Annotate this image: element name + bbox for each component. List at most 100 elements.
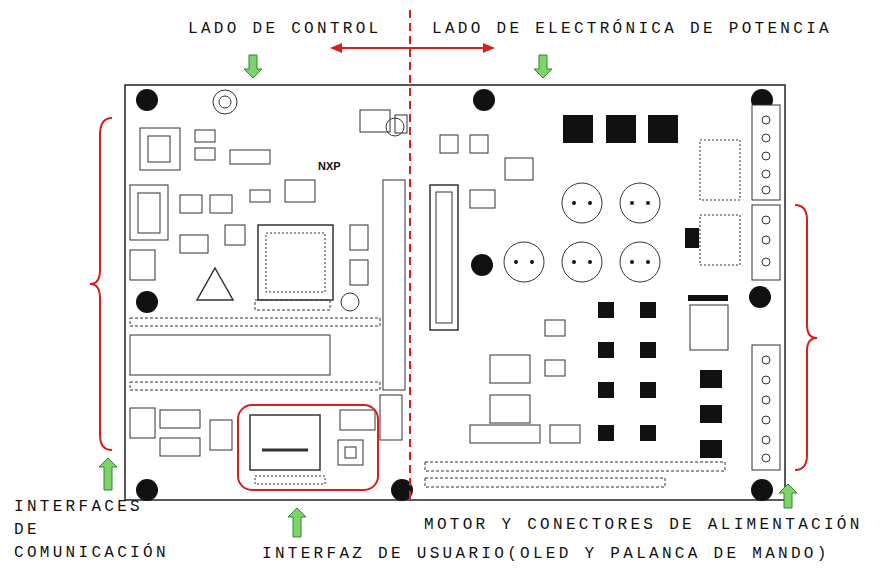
board-rect bbox=[380, 395, 402, 440]
board-rect bbox=[130, 250, 155, 280]
board-rect bbox=[148, 136, 170, 162]
user-interface bbox=[250, 415, 363, 484]
board-rect bbox=[690, 305, 728, 350]
brand-mark: NXP bbox=[318, 160, 341, 173]
board-rect bbox=[598, 425, 614, 441]
board-rect bbox=[180, 235, 208, 253]
board-rect bbox=[195, 148, 215, 160]
board-rect bbox=[130, 185, 168, 240]
board-circle bbox=[572, 201, 576, 205]
board-rect bbox=[598, 342, 614, 358]
board-circle bbox=[762, 116, 770, 124]
board-circle bbox=[386, 118, 404, 136]
board-rect bbox=[125, 85, 785, 500]
header-pins bbox=[383, 180, 725, 487]
board-rect bbox=[350, 225, 368, 250]
board-rect bbox=[195, 130, 215, 142]
board-rect bbox=[640, 425, 656, 441]
board-circle bbox=[630, 260, 634, 264]
board-rect bbox=[563, 115, 593, 143]
board-rect bbox=[285, 180, 315, 202]
board-circle bbox=[588, 260, 592, 264]
board-rect bbox=[470, 135, 488, 153]
board-rect bbox=[598, 382, 614, 398]
board-rect bbox=[640, 342, 656, 358]
board-line bbox=[262, 449, 308, 452]
board-circle bbox=[762, 396, 770, 404]
board-circle bbox=[762, 170, 770, 178]
callout-label: INTERFACES DE COMUNICACIÓN bbox=[14, 496, 174, 565]
board-circle bbox=[762, 436, 770, 444]
board-circle bbox=[213, 90, 237, 114]
green-arrows bbox=[99, 55, 797, 537]
board-rect bbox=[345, 447, 356, 458]
callout-label: MOTOR Y CONECTORES DE ALIMENTACIÓN bbox=[424, 514, 863, 537]
board-rect bbox=[648, 115, 678, 143]
board-path bbox=[90, 118, 112, 450]
board-rect bbox=[266, 233, 325, 292]
board-circle bbox=[473, 89, 495, 111]
board-line bbox=[340, 47, 485, 49]
board-circle bbox=[762, 186, 770, 194]
board-rect bbox=[130, 335, 330, 375]
board-circle bbox=[751, 479, 773, 501]
side-heading: LADO DE ELECTRÓNICA DE POTENCIA bbox=[432, 18, 832, 41]
board-rect bbox=[130, 318, 380, 326]
board-rect bbox=[230, 150, 270, 164]
board-polygon bbox=[534, 55, 552, 78]
board-rect bbox=[752, 345, 780, 470]
board-rect bbox=[250, 415, 320, 470]
board-rect bbox=[255, 476, 325, 484]
board-rect bbox=[490, 355, 530, 383]
board-g bbox=[514, 201, 728, 458]
board-circle bbox=[762, 454, 770, 462]
board-polygon bbox=[197, 268, 233, 300]
board-rect bbox=[436, 192, 452, 323]
board-rect bbox=[340, 410, 375, 430]
board-rect bbox=[258, 225, 333, 300]
board-polygon bbox=[483, 43, 495, 53]
board-circle bbox=[762, 216, 770, 224]
board-circle bbox=[341, 293, 359, 311]
board-circle bbox=[562, 242, 602, 282]
board-circle bbox=[136, 291, 158, 313]
board-polygon bbox=[288, 508, 306, 537]
board-rect bbox=[250, 190, 270, 202]
board-polygon bbox=[244, 55, 262, 78]
red-overlay bbox=[90, 10, 817, 500]
board-circle bbox=[620, 183, 660, 223]
board-circle bbox=[630, 201, 634, 205]
mounting-holes bbox=[136, 89, 773, 501]
board-circle bbox=[762, 376, 770, 384]
board-rect bbox=[238, 405, 378, 490]
board-circle bbox=[749, 286, 771, 308]
board-circle bbox=[530, 260, 534, 264]
board-rect bbox=[180, 195, 202, 213]
board-circle bbox=[588, 201, 592, 205]
board-g bbox=[504, 183, 660, 282]
board-circle bbox=[762, 236, 770, 244]
board-rect bbox=[490, 395, 530, 423]
board-rect bbox=[130, 382, 380, 390]
red-arrowheads bbox=[330, 43, 495, 53]
board-circle bbox=[762, 258, 770, 266]
board-circle bbox=[762, 416, 770, 424]
board-rect bbox=[255, 300, 330, 310]
board-rect bbox=[700, 405, 722, 423]
pcb-board bbox=[125, 85, 785, 500]
board-rect bbox=[470, 190, 495, 208]
board-rect bbox=[360, 110, 390, 132]
board-g bbox=[440, 135, 740, 443]
board-rect bbox=[688, 295, 728, 301]
board-rect bbox=[550, 425, 580, 443]
board-rect bbox=[225, 225, 245, 245]
board-circle bbox=[762, 134, 770, 142]
board-circle bbox=[620, 242, 660, 282]
board-circle bbox=[646, 260, 650, 264]
board-rect bbox=[505, 158, 533, 180]
power-components bbox=[440, 115, 740, 458]
board-rect bbox=[606, 115, 636, 143]
board-polygon bbox=[779, 484, 797, 508]
board-circle bbox=[762, 356, 770, 364]
